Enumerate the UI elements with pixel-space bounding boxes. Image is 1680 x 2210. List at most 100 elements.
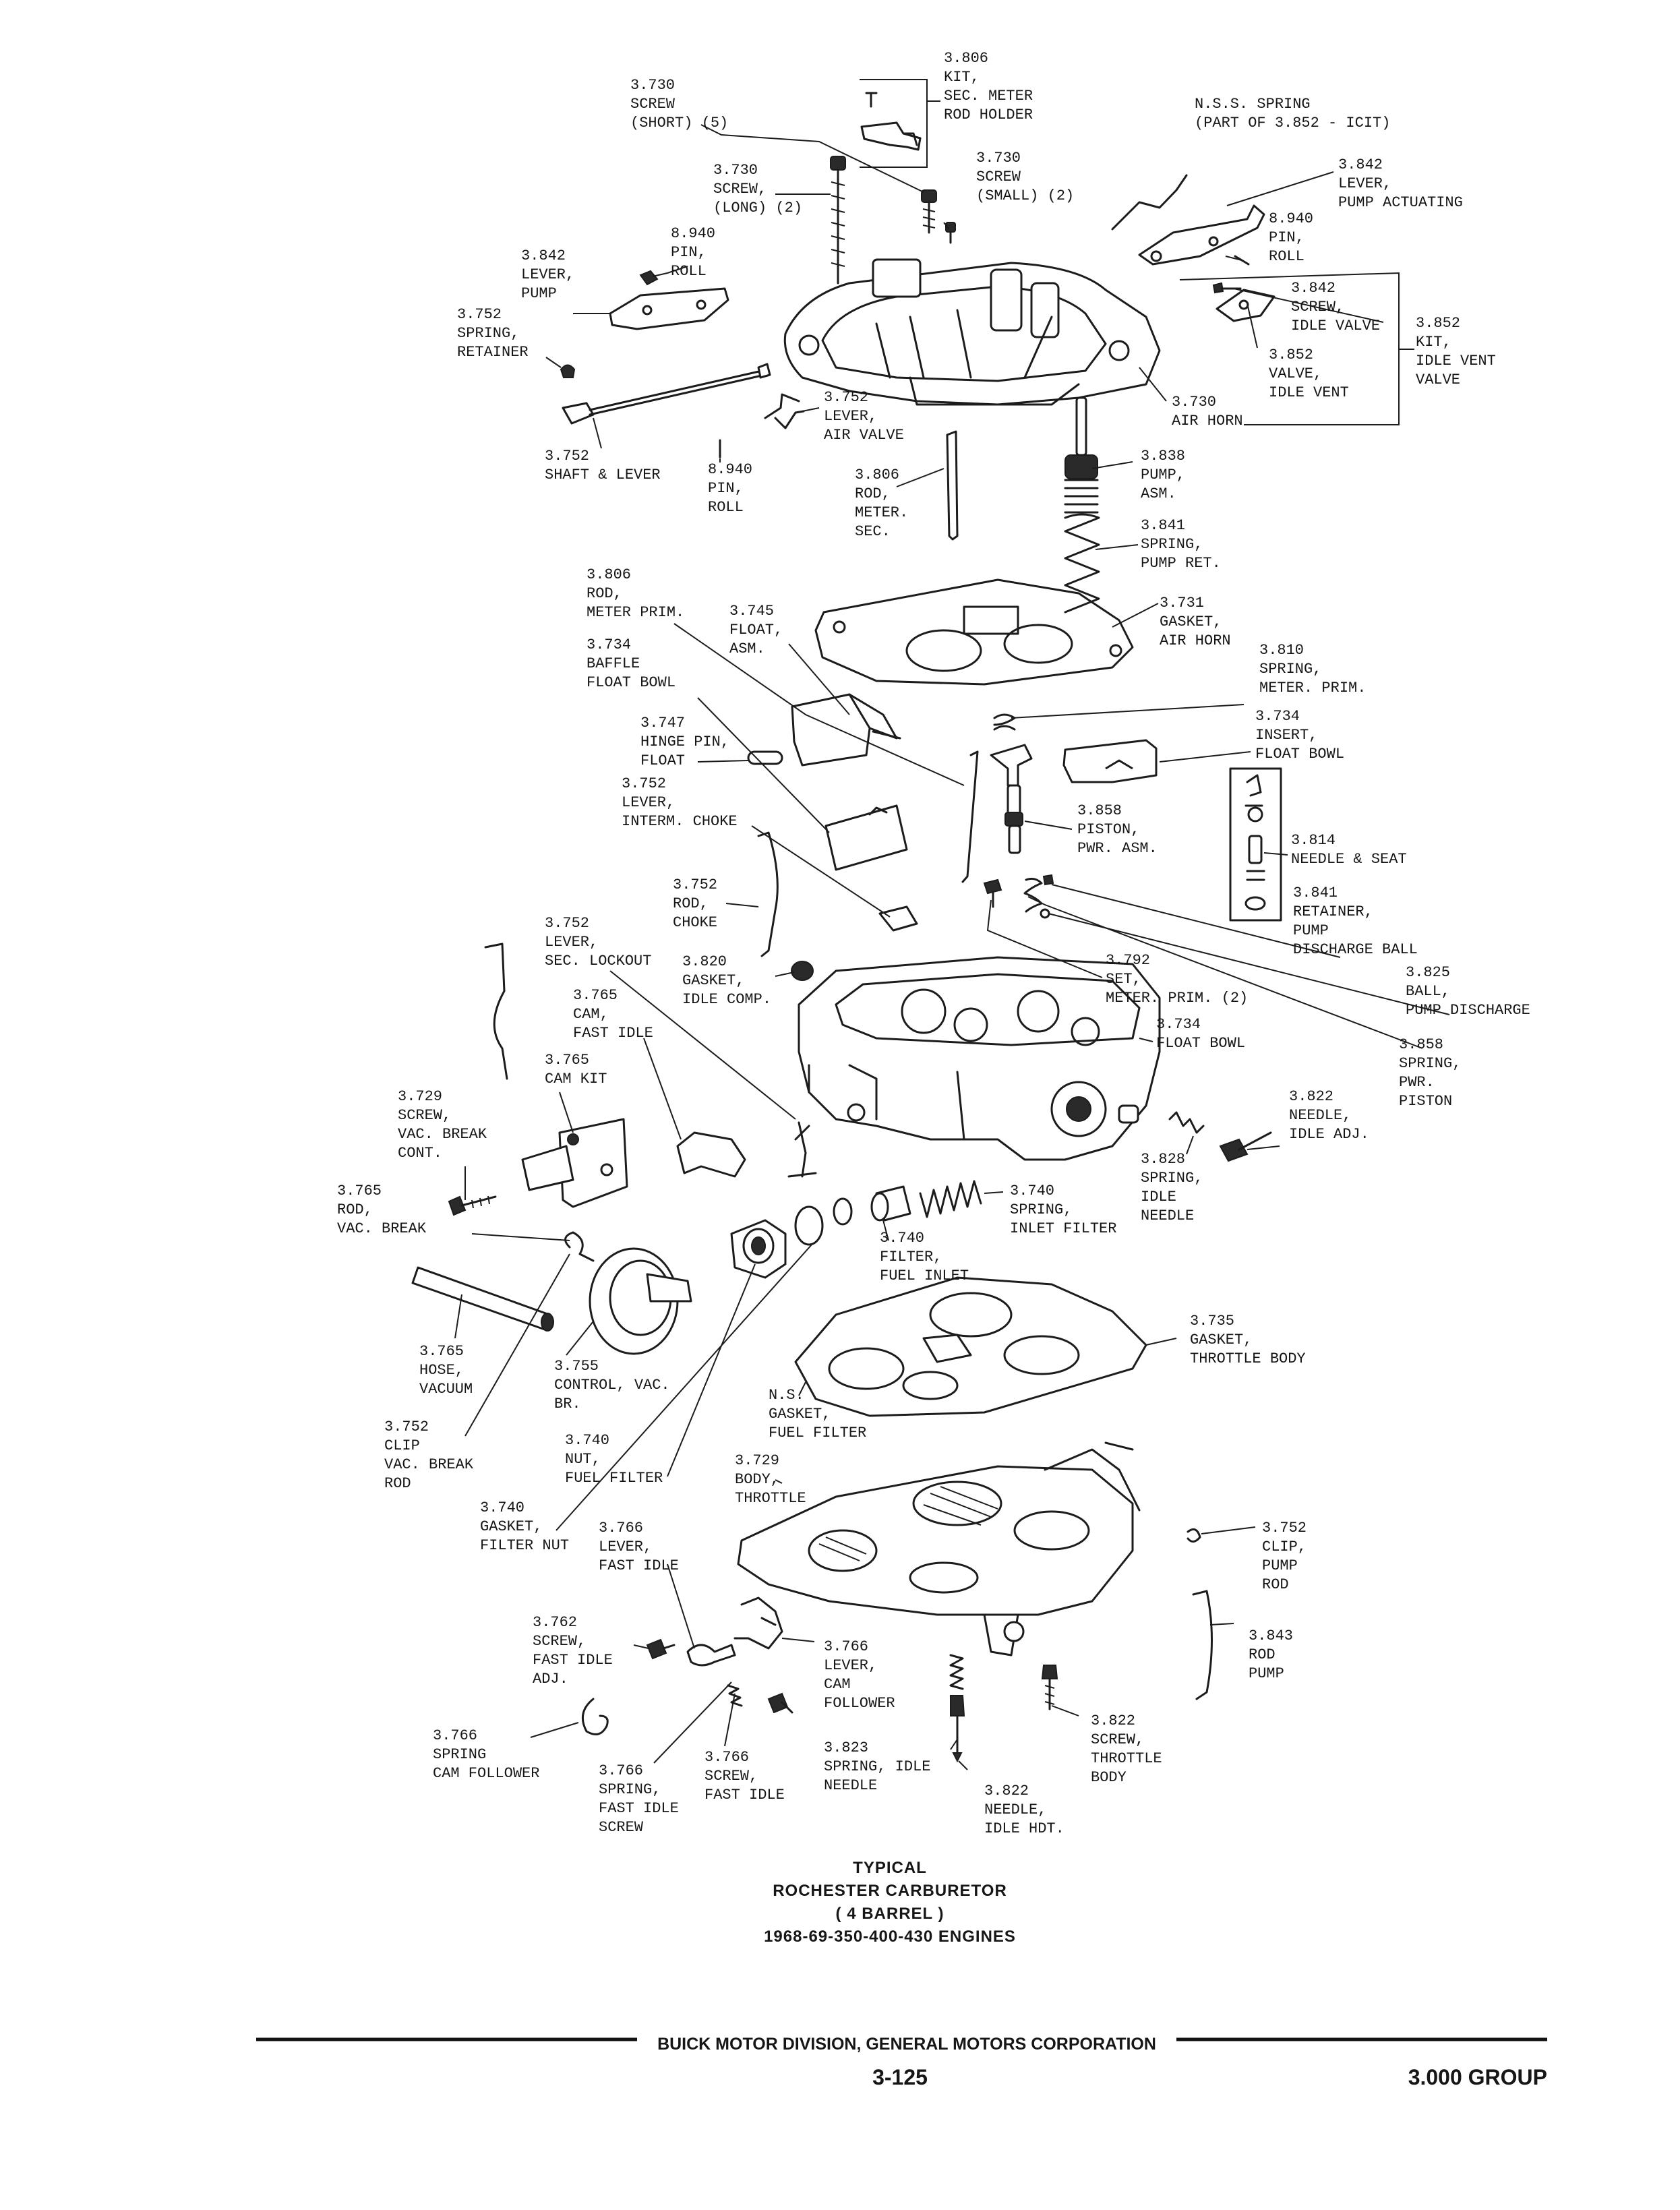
air-valve-lever-part xyxy=(764,393,805,429)
fuel-inlet-filter-part xyxy=(870,1185,911,1222)
vac-break-screw-part xyxy=(448,1195,497,1216)
caption-line-2: ROCHESTER CARBURETOR xyxy=(773,1882,1007,1900)
interm-choke-lever-part xyxy=(878,905,918,932)
long-screw-part xyxy=(830,156,846,285)
cam-follower-lever-part xyxy=(733,1596,783,1650)
part-drawings xyxy=(411,79,1414,1763)
kit-bracket-needle-seat xyxy=(1230,768,1282,921)
pump-assembly-part xyxy=(1064,396,1099,514)
footer-group: 3.000 GROUP xyxy=(1408,2065,1547,2089)
meter-prim-set-part xyxy=(983,874,1054,919)
footer-company: BUICK MOTOR DIVISION, GENERAL MOTORS COR… xyxy=(657,2035,1156,2054)
choke-rod-part xyxy=(757,831,779,957)
air-horn-gasket-part xyxy=(814,578,1134,686)
pump-lever-part xyxy=(609,270,729,330)
idle-needle-spring-part xyxy=(1168,1111,1205,1134)
meter-prim-spring-part xyxy=(993,713,1016,731)
spring-retainer-part xyxy=(560,364,576,378)
rod-holder-part xyxy=(860,92,922,151)
label-ns-gasket-fuel-filter: N.S.GASKET,FUEL FILTER xyxy=(769,1387,866,1441)
short-screw-part xyxy=(921,189,937,234)
vacuum-hose-part xyxy=(411,1266,554,1332)
prim-meter-rod-part xyxy=(961,750,979,883)
power-piston-part xyxy=(990,744,1033,854)
baffle-part xyxy=(824,804,908,871)
diagram-caption: TYPICAL ROCHESTER CARBURETOR ( 4 BARREL … xyxy=(764,1859,1015,1946)
fast-idle-lever-part xyxy=(686,1644,736,1667)
pump-actuating-lever-part xyxy=(1138,204,1265,266)
fast-idle-cam-part xyxy=(676,1131,746,1178)
fast-idle-adj-screw-part xyxy=(646,1638,676,1660)
caption-line-1: TYPICAL xyxy=(853,1859,927,1877)
vac-break-rod-part xyxy=(564,1231,595,1262)
pump-rod-clip-part xyxy=(1187,1528,1201,1543)
shaft-lever-part xyxy=(562,363,771,425)
float-assembly-part xyxy=(791,693,901,767)
cam-follower-spring-part xyxy=(581,1698,609,1735)
air-horn-part xyxy=(783,258,1161,406)
throttle-body-part xyxy=(737,1441,1141,1656)
fuel-filter-gasket-part xyxy=(794,1205,824,1246)
sec-lockout-lever-part xyxy=(787,1121,817,1178)
leader-lines xyxy=(454,124,1450,1770)
hinge-pin-part xyxy=(747,750,783,765)
footer-page-number: 3-125 xyxy=(872,2065,928,2089)
inlet-filter-spring-part xyxy=(919,1180,982,1218)
nss-spring-part xyxy=(1111,174,1188,231)
float-bowl-part xyxy=(798,956,1161,1161)
idle-comp-gasket-part xyxy=(791,961,814,981)
page-footer: BUICK MOTOR DIVISION, GENERAL MOTORS COR… xyxy=(256,2035,1547,2089)
cam-kit-part xyxy=(521,1118,628,1208)
